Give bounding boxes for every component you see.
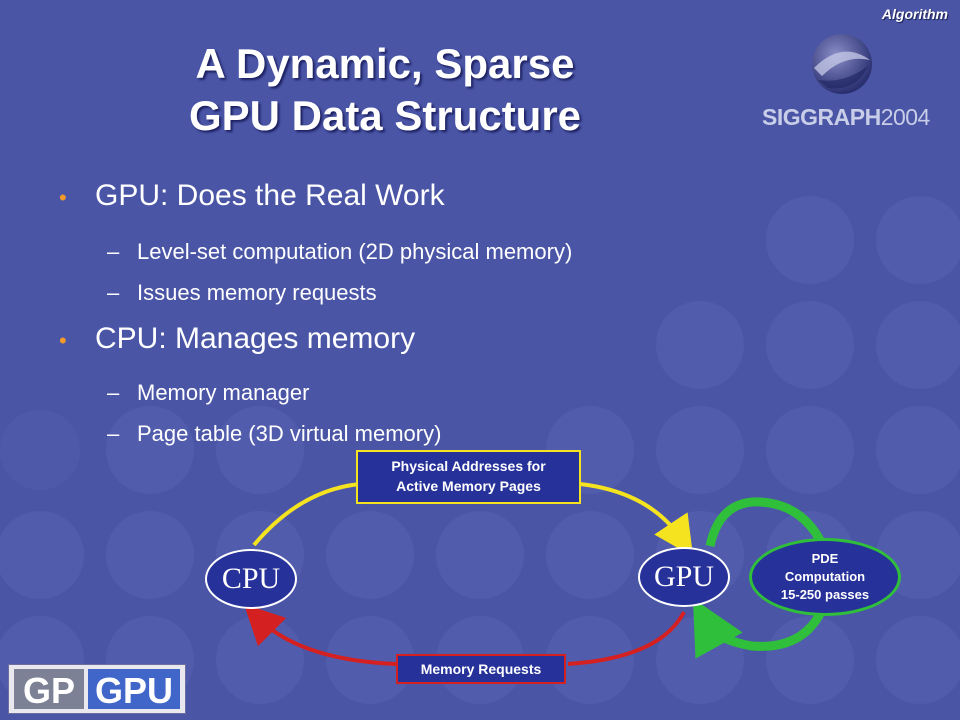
bullet-text: CPU: Manages memory [95, 322, 416, 355]
sub-bullet-text: Level-set computation (2D physical memor… [137, 239, 573, 264]
gpu-node: GPU [638, 547, 730, 607]
bullet-dot-icon: • [59, 185, 67, 210]
slide-title: A Dynamic, Sparse GPU Data Structure [110, 38, 660, 142]
gpgpu-logo-icon: GP GPU [8, 664, 186, 714]
siggraph-logo-icon [812, 34, 872, 94]
bullet-cpu: • CPU: Manages memory [59, 322, 416, 356]
siggraph-name: SIGGRAPH [762, 104, 881, 130]
memory-requests-box: Memory Requests [396, 654, 566, 684]
sub-bullet: – Memory manager [107, 380, 310, 406]
pde-line-2: Computation [784, 569, 866, 584]
section-label: Algorithm [881, 6, 948, 22]
dash-icon: – [107, 421, 120, 446]
sub-bullet-text: Memory manager [137, 380, 310, 405]
dash-icon: – [107, 239, 120, 264]
pde-line-3: 15-250 passes [780, 587, 870, 602]
sub-bullet-text: Page table (3D virtual memory) [137, 421, 442, 446]
physical-addresses-line-2: Active Memory Pages [396, 478, 541, 494]
cpu-node: CPU [205, 549, 297, 609]
arrow-pde-loop-top [705, 497, 824, 548]
arrow-pde-loop-bottom [692, 598, 824, 659]
gpgpu-part-2: GPU [95, 670, 173, 711]
pde-line-1: PDE [811, 551, 839, 566]
bullet-text: GPU: Does the Real Work [95, 179, 445, 212]
siggraph-wordmark: SIGGRAPH2004 [762, 104, 930, 131]
sub-bullet: – Issues memory requests [107, 280, 377, 306]
sub-bullet: – Page table (3D virtual memory) [107, 421, 442, 447]
dash-icon: – [107, 280, 120, 305]
gpgpu-part-1: GP [23, 670, 75, 711]
arrow-cpu-to-gpu [252, 482, 682, 545]
title-line-1: A Dynamic, Sparse [195, 40, 575, 87]
siggraph-year: 2004 [880, 104, 931, 130]
bullet-gpu: • GPU: Does the Real Work [59, 179, 445, 213]
sub-bullet: – Level-set computation (2D physical mem… [107, 239, 573, 265]
arrow-gpu-to-cpu [258, 612, 686, 666]
pde-computation-node: PDE Computation 15-250 passes [749, 538, 901, 616]
title-line-2: GPU Data Structure [188, 92, 582, 139]
sub-bullet-text: Issues memory requests [137, 280, 377, 305]
bullet-dot-icon: • [59, 328, 67, 353]
physical-addresses-line-1: Physical Addresses for [391, 458, 546, 474]
physical-addresses-box: Physical Addresses for Active Memory Pag… [356, 450, 581, 504]
dash-icon: – [107, 380, 120, 405]
